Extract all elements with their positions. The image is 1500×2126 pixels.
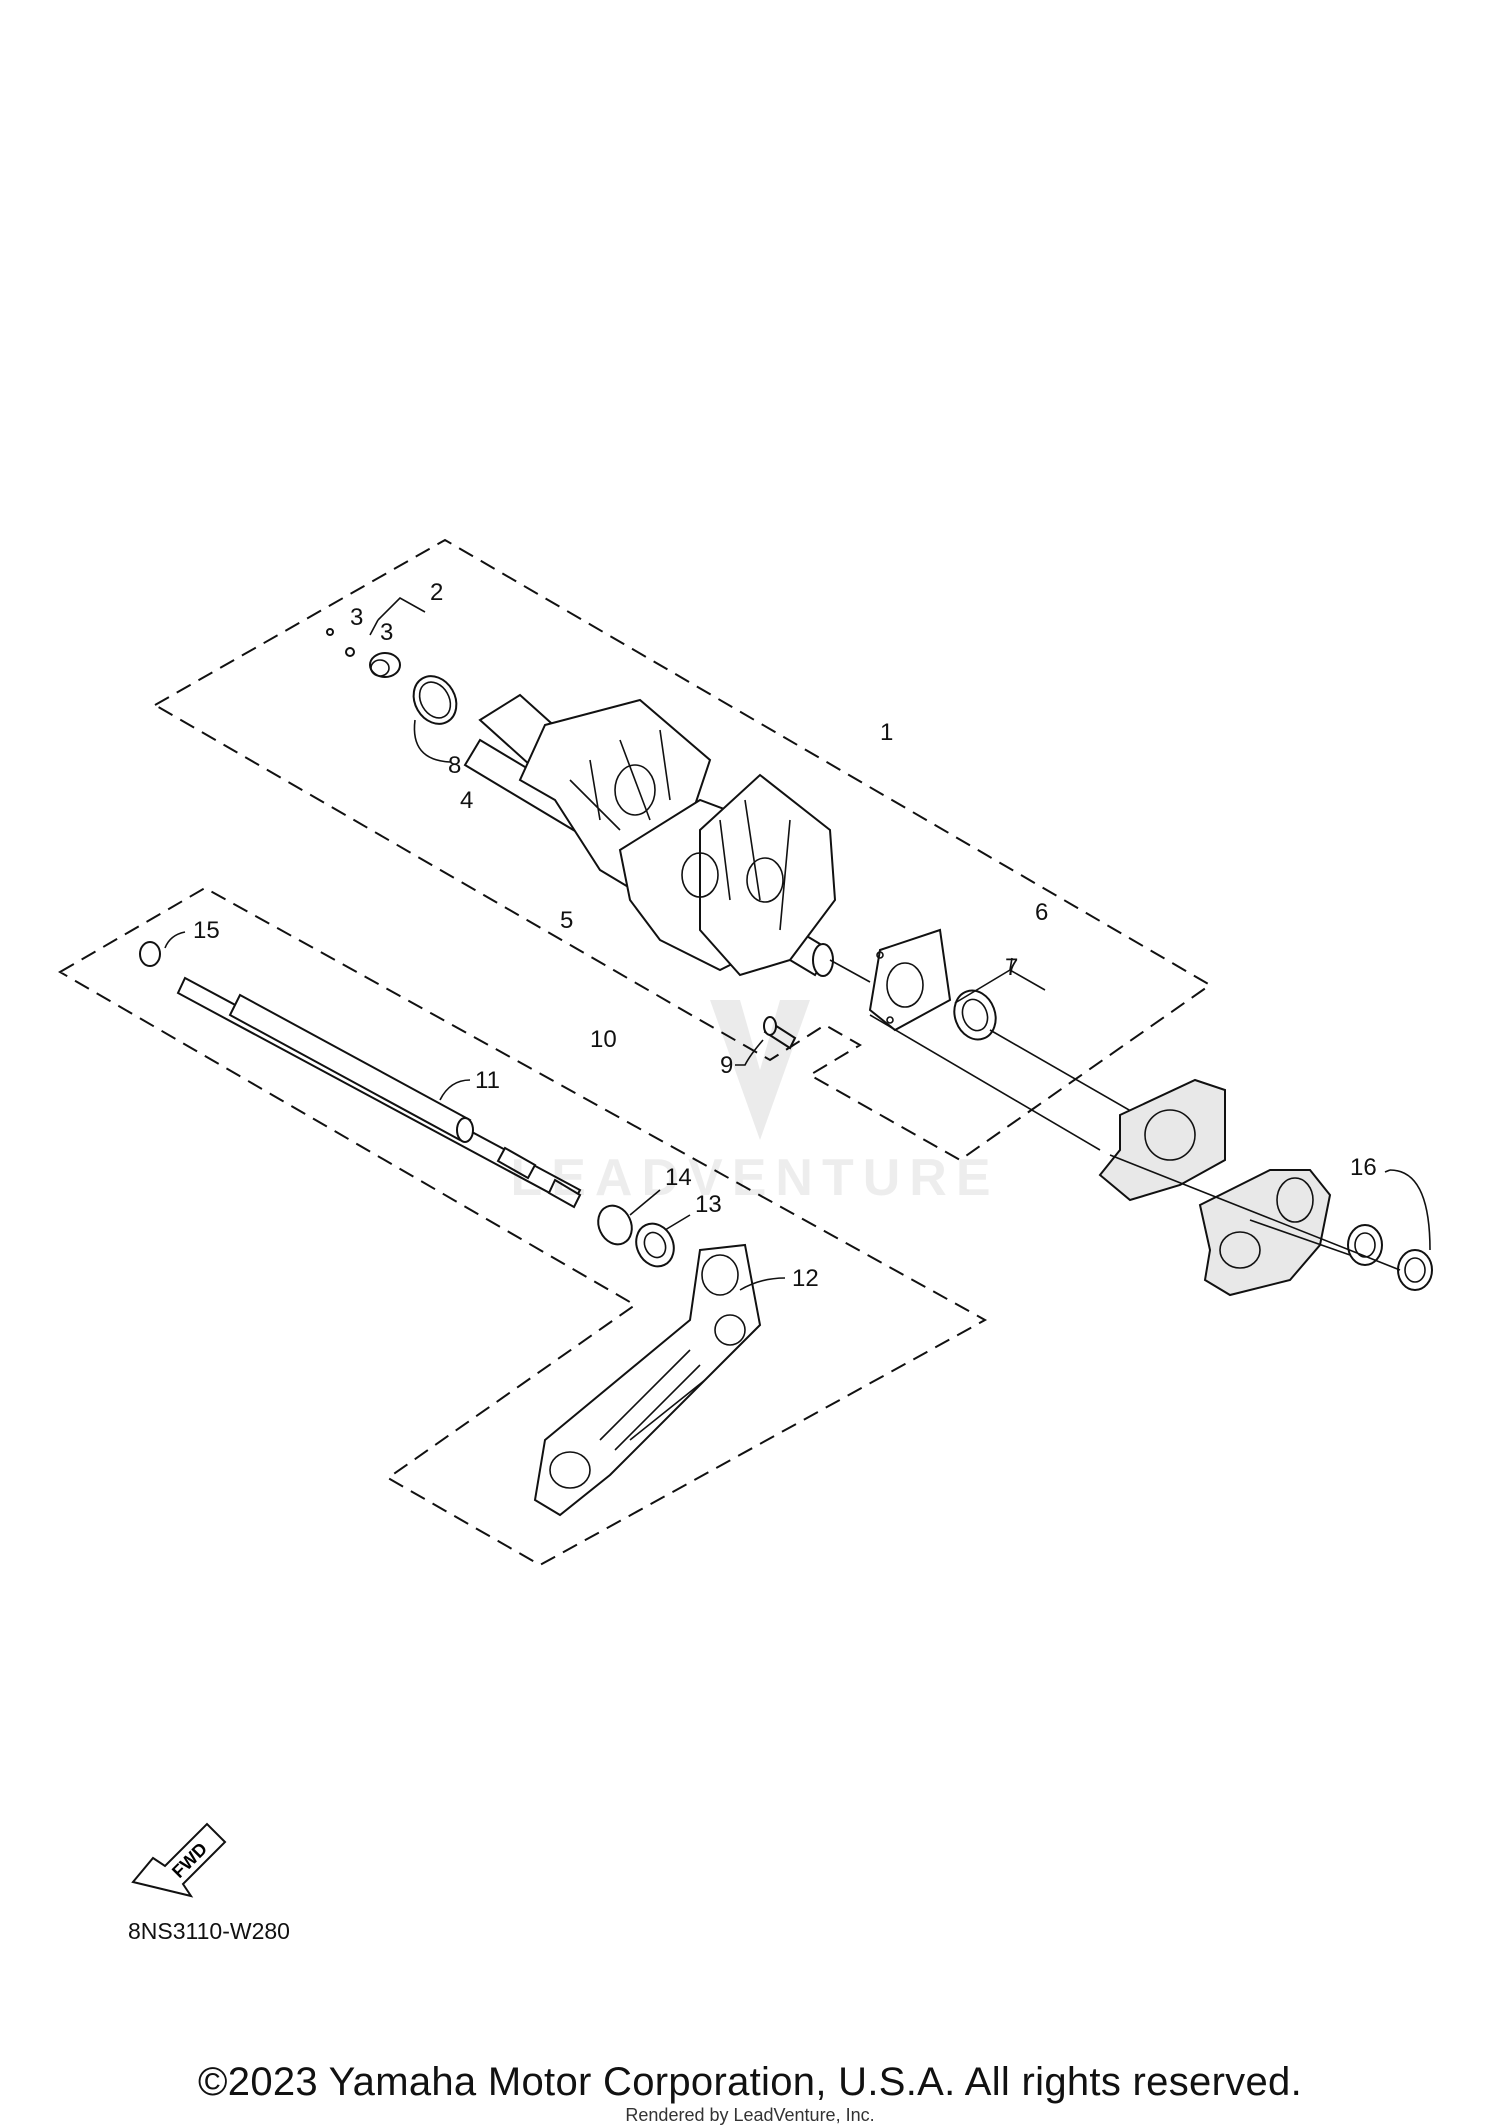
- callout-3a: 3: [350, 604, 363, 631]
- arm-link-part: [533, 1243, 786, 1517]
- driven-shaft-part: [176, 976, 582, 1209]
- callout-6: 6: [1035, 899, 1048, 926]
- callout-5: 5: [560, 907, 573, 934]
- callout-4: 4: [460, 787, 473, 814]
- watermark-text: LEADVENTURE: [510, 1149, 1000, 1207]
- callout-12: 12: [792, 1265, 819, 1292]
- grease-nipple-part: [326, 597, 426, 678]
- callout-3b: 3: [380, 619, 393, 646]
- callout-2: 2: [430, 579, 443, 606]
- rendered-by-notice: Rendered by LeadVenture, Inc.: [625, 2105, 875, 2125]
- copyright-notice: ©2023 Yamaha Motor Corporation, U.S.A. A…: [198, 2060, 1302, 2104]
- callout-13: 13: [695, 1191, 722, 1218]
- shaft-plug-part: [139, 931, 186, 967]
- o-ring-part: [412, 675, 458, 763]
- callout-10: 10: [590, 1026, 617, 1053]
- callout-1: 1: [880, 719, 893, 746]
- drive-axle-sprocket-part: [463, 693, 871, 983]
- figure-code: 8NS3110-W280: [128, 1918, 290, 1944]
- callout-11: 11: [475, 1067, 500, 1094]
- bearing-plate-part: [868, 928, 1191, 1151]
- bolt-part: [735, 1016, 797, 1066]
- group-box-assembly-1: [152, 538, 1212, 1162]
- callout-9: 9: [720, 1052, 733, 1079]
- callout-7: 7: [1005, 954, 1018, 981]
- watermark-logo: [710, 1000, 810, 1140]
- axle-housing-part: [1098, 1078, 1433, 1297]
- callout-14: 14: [665, 1164, 692, 1191]
- callout-16: 16: [1350, 1154, 1377, 1181]
- bearing-part: [597, 1189, 691, 1268]
- callout-8: 8: [448, 752, 461, 779]
- callout-15: 15: [193, 917, 220, 944]
- forward-direction-arrow: FWD: [131, 1822, 227, 1898]
